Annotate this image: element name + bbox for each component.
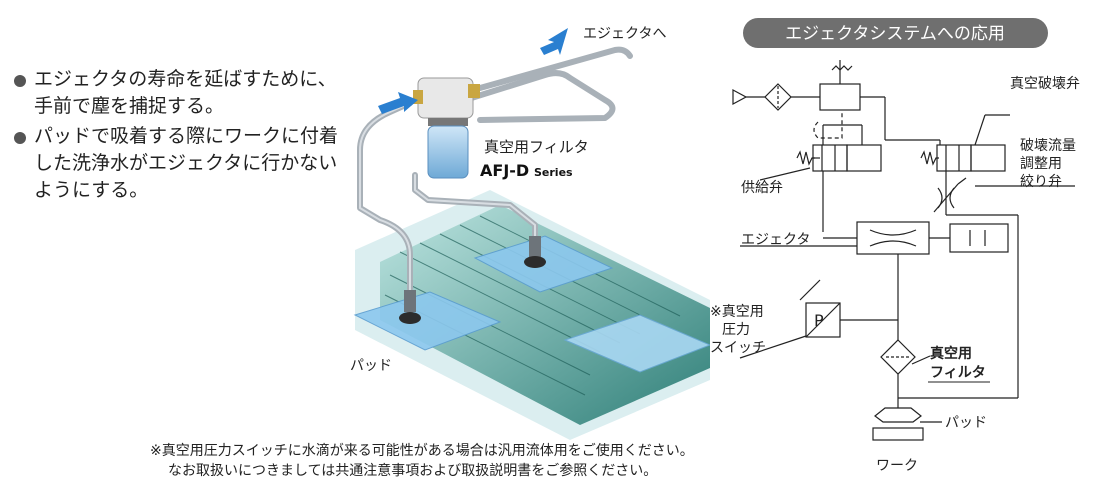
suction-pad [399,290,421,324]
bullet-item: エジェクタの寿命を延ばすために、手前で塵を捕捉する。 [12,66,357,120]
vacuum-filter-device [413,77,480,179]
to-ejector-label: エジェクタへ [583,26,666,42]
bullet-dot-icon [14,75,26,87]
pad-schematic-label: パッド [945,415,987,431]
pad-symbol [874,407,922,423]
filter-name-label: 真空用フィルタ [484,138,589,156]
flow-arrows [378,28,568,114]
conveyor-illustration: エジェクタへ 真空用フィルタ AFJ-D Series パッド [350,26,710,440]
supply-valve-symbol [812,144,848,172]
pad-label: パッド [350,358,392,374]
air-supply-symbol [732,88,748,106]
break-valve-label: 真空破壊弁 [1010,76,1080,92]
supply-valve-label: 供給弁 [741,180,783,196]
pressure-switch-symbol [805,302,841,338]
bullet-dot-icon [14,132,26,144]
schematic-header-text: エジェクタシステムへの応用 [785,24,1005,44]
footnote-line: ※真空用圧力スイッチに水滴が来る可能性がある場合は汎用流体用をご使用ください。 [150,443,694,459]
ejector-label: エジェクタ [741,232,810,248]
p-symbol-label: P [814,311,824,330]
regulator-symbol [819,83,861,111]
vacuum-filter-label-1: 真空用 [930,345,972,362]
suction-pad [524,236,546,268]
schematic-header: エジェクタシステムへの応用 [743,18,1048,48]
throttle-symbol [937,187,955,209]
flow-adjust-label-2: 調整用 [1020,156,1062,172]
feature-bullets: エジェクタの寿命を延ばすために、手前で塵を捕捉する。 パッドで吸着する際にワーク… [12,66,357,207]
pressure-switch-label-3: スイッチ [710,340,766,356]
silencer-symbol [949,223,1009,253]
work-label: ワーク [876,458,918,474]
vacuum-filter-label-2: フィルタ [930,365,986,381]
flow-adjust-label-1: 破壊流量 [1020,138,1076,154]
ejector-symbol [856,221,930,255]
series-label: Series [534,166,573,179]
work-symbol [872,427,924,441]
break-valve-symbol [936,144,972,172]
footnote: ※真空用圧力スイッチに水滴が来る可能性がある場合は汎用流体用をご使用ください。 … [150,441,694,481]
work-plate [563,314,710,373]
flow-adjust-label-3: 絞り弁 [1020,174,1062,190]
pressure-switch-label-1: ※真空用 [710,304,764,320]
footnote-line: なお取扱いにつきましては共通注意事項および取扱説明書をご参照ください。 [168,463,658,479]
bullet-item: パッドで吸着する際にワークに付着した洗浄水がエジェクタに行かないようにする。 [12,123,357,204]
vacuum-filter-symbol [880,339,916,375]
bullet-text: エジェクタの寿命を延ばすために、手前で塵を捕捉する。 [34,68,337,117]
bullet-text: パッドで吸着する際にワークに付着した洗浄水がエジェクタに行かないようにする。 [34,125,339,201]
model-label: AFJ-D [480,161,529,180]
pressure-switch-label-2: 圧力 [722,322,750,338]
air-filter-symbol [764,83,792,111]
